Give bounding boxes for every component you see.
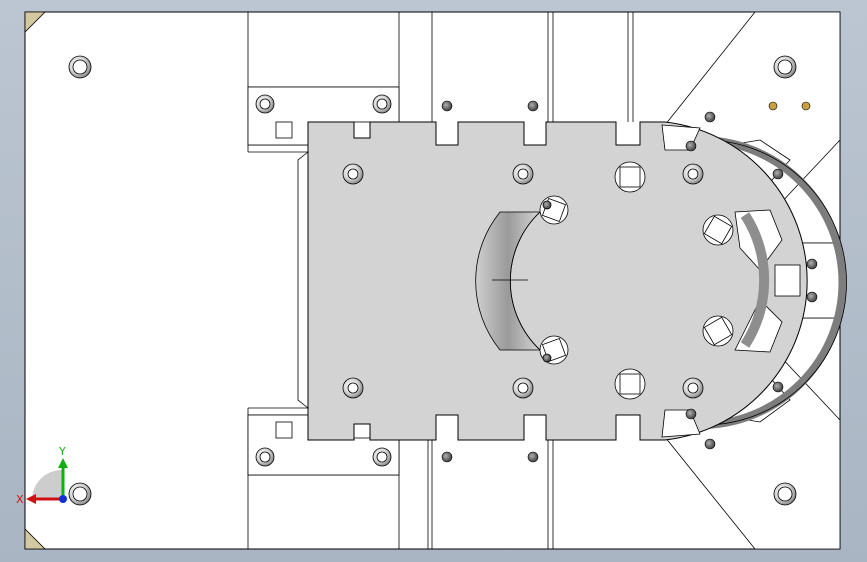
coordinate-triad: X Y xyxy=(16,445,68,506)
base-plate-holes xyxy=(68,55,797,506)
base-hole-tr xyxy=(773,55,797,79)
outer-ring xyxy=(699,136,847,429)
hole-2 xyxy=(512,163,534,185)
clamp-hole-4 xyxy=(372,447,392,467)
hole-5 xyxy=(512,377,534,399)
hole-3 xyxy=(682,163,704,185)
clamp-hole-1 xyxy=(255,94,275,114)
clamp-hole-2 xyxy=(372,94,392,114)
clamp-hole-3 xyxy=(255,447,275,467)
base-hole-br xyxy=(773,482,797,506)
small-pins xyxy=(441,100,818,463)
fixture-plate xyxy=(307,121,808,441)
base-hole-bl xyxy=(68,482,92,506)
hole-1 xyxy=(342,163,364,185)
corner-chamfer-tl xyxy=(24,11,46,33)
corner-chamfer-bl xyxy=(24,528,46,550)
counterbore-holes xyxy=(342,163,704,399)
hole-6 xyxy=(682,377,704,399)
y-axis-label: Y xyxy=(58,445,66,458)
x-axis-label: X xyxy=(16,493,24,506)
base-hole-tl xyxy=(68,55,92,79)
hole-4 xyxy=(342,377,364,399)
square-locators xyxy=(539,161,734,400)
z-axis-dot xyxy=(59,495,67,503)
